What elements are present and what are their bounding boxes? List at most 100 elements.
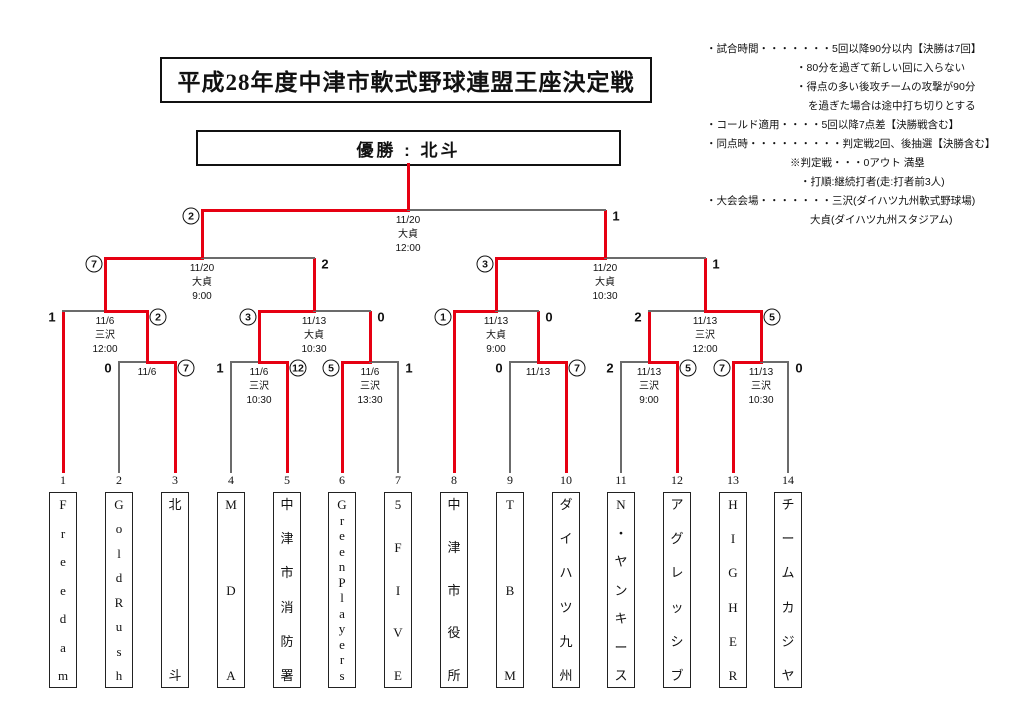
rule-line-3: ・得点の多い後攻チームの攻撃が90分 xyxy=(796,81,976,93)
team-name-char: E xyxy=(729,633,737,649)
team-10-line xyxy=(564,362,568,473)
match-final-time: 12:00 xyxy=(395,243,421,254)
team-name-char: ム xyxy=(781,565,795,581)
match-r1-2-3-date: 11/6 xyxy=(137,367,157,378)
team-name-char: H xyxy=(728,497,738,512)
team-name-char: R xyxy=(114,594,124,610)
match-r1-9-10-bar-left xyxy=(509,361,539,363)
team-1-number: 1 xyxy=(60,473,66,487)
team-name-char: レ xyxy=(670,565,684,581)
match-r1-2-3-score-right: 7 xyxy=(177,359,195,377)
match-qf2-date: 11/13 xyxy=(301,316,327,327)
match-qf2-advance-line xyxy=(312,258,316,311)
team-name-char: l xyxy=(117,545,121,561)
team-name-char: カ xyxy=(781,599,795,615)
team-name-char: a xyxy=(60,639,66,655)
team-11-number: 11 xyxy=(615,473,627,487)
team-name-char: l xyxy=(340,590,344,606)
team-name-char: m xyxy=(57,668,69,683)
team-3-number: 3 xyxy=(172,473,178,487)
team-name-char: s xyxy=(339,667,345,683)
team-name-char: ン xyxy=(614,582,628,598)
team-4-number: 4 xyxy=(228,473,234,487)
match-qf1-venue: 三沢 xyxy=(95,330,115,341)
team-7-number: 7 xyxy=(395,473,401,487)
team-name-char: o xyxy=(115,521,123,537)
team-6-line xyxy=(340,362,344,473)
team-name-char: e xyxy=(339,636,345,652)
team-name-char: y xyxy=(338,621,346,637)
match-r1-13-14-score-left: 7 xyxy=(713,359,731,377)
match-qf3-date: 11/13 xyxy=(483,316,509,327)
match-final-score-right: 1 xyxy=(612,208,620,224)
team-name-char: 斗 xyxy=(168,668,182,683)
match-sf1-time: 9:00 xyxy=(192,291,212,302)
team-6-number: 6 xyxy=(339,473,345,487)
match-qf1-score-left: 1 xyxy=(48,309,56,325)
team-name-char: ブ xyxy=(670,667,684,683)
match-r1-9-10-bar-right xyxy=(536,360,568,364)
match-r1-13-14-time: 10:30 xyxy=(748,395,774,406)
team-5-line xyxy=(285,362,289,473)
team-5-number: 5 xyxy=(284,473,290,487)
team-name-char: ッ xyxy=(670,599,684,615)
match-sf1-advance-line xyxy=(200,210,204,258)
team-name-char: D xyxy=(226,582,236,598)
team-name-char: G xyxy=(728,565,738,581)
match-final-date: 11/20 xyxy=(395,215,421,226)
rule-line-1: ・試合時間・・・・・・・5回以降90分以内【決勝は7回】 xyxy=(706,43,982,55)
team-name-char: F xyxy=(59,497,67,512)
team-name-char: V xyxy=(393,625,403,641)
team-name-char: M xyxy=(225,497,237,512)
match-qf1-time: 12:00 xyxy=(92,344,118,355)
team-name-char: I xyxy=(395,582,401,598)
match-r1-6-7-score-left: 5 xyxy=(322,359,340,377)
match-qf4-time: 12:00 xyxy=(692,344,718,355)
match-qf1-advance-line xyxy=(103,258,107,311)
match-r1-2-3-advance-line xyxy=(145,311,149,362)
match-r1-13-14-date: 11/13 xyxy=(748,367,774,378)
team-name-char: 州 xyxy=(559,667,573,683)
match-qf1-bar-right xyxy=(103,309,149,313)
match-r1-2-3-score-left: 0 xyxy=(104,360,112,376)
team-name-char: r xyxy=(339,512,345,528)
team-13-number: 13 xyxy=(727,473,739,487)
team-10-box: ダイハツ九州 xyxy=(552,492,580,688)
team-name-char: 津 xyxy=(280,531,294,547)
match-r1-6-7-bar-left xyxy=(340,360,372,364)
team-name-char: s xyxy=(116,643,122,659)
match-r1-9-10-score-left: 0 xyxy=(495,360,503,376)
match-sf2-time: 10:30 xyxy=(592,291,618,302)
team-name-char: 署 xyxy=(280,667,294,683)
team-name-char: ツ xyxy=(559,599,573,615)
team-name-char: ハ xyxy=(559,565,573,581)
rule-line-8: ・打順:継続打者(走:打者前3人) xyxy=(800,176,945,188)
team-name-char: E xyxy=(394,668,402,683)
team-name-char: ・ xyxy=(614,525,628,541)
match-r1-4-5-bar-right xyxy=(257,360,289,364)
match-r1-13-14-advance-line xyxy=(759,311,763,362)
match-qf2-bar-left xyxy=(257,309,316,313)
team-name-char: ス xyxy=(614,668,628,683)
team-14-line xyxy=(787,362,789,473)
team-7-line xyxy=(397,362,399,473)
team-name-char: I xyxy=(730,531,736,547)
match-r1-13-14-bar-right xyxy=(760,361,789,363)
team-12-number: 12 xyxy=(671,473,683,487)
match-qf2-score-right: 0 xyxy=(377,309,385,325)
match-qf4-score-left: 2 xyxy=(634,309,642,325)
rule-line-9: ・大会会場・・・・・・・三沢(ダイハツ九州軟式野球場) xyxy=(706,195,976,207)
rules-panel: ・試合時間・・・・・・・5回以降90分以内【決勝は7回】・80分を過ぎて新しい回… xyxy=(706,40,1018,230)
team-8-box: 中津市役所 xyxy=(440,492,468,688)
match-qf3-venue: 大貞 xyxy=(486,330,506,341)
match-r1-11-12-score-right: 5 xyxy=(679,359,697,377)
champion-label: 優勝 : 北斗 xyxy=(356,140,461,160)
team-name-char: イ xyxy=(559,531,573,547)
team-name-char: e xyxy=(60,554,66,569)
match-final-score-left: 2 xyxy=(182,207,200,225)
match-qf1-score-right: 2 xyxy=(149,308,167,326)
